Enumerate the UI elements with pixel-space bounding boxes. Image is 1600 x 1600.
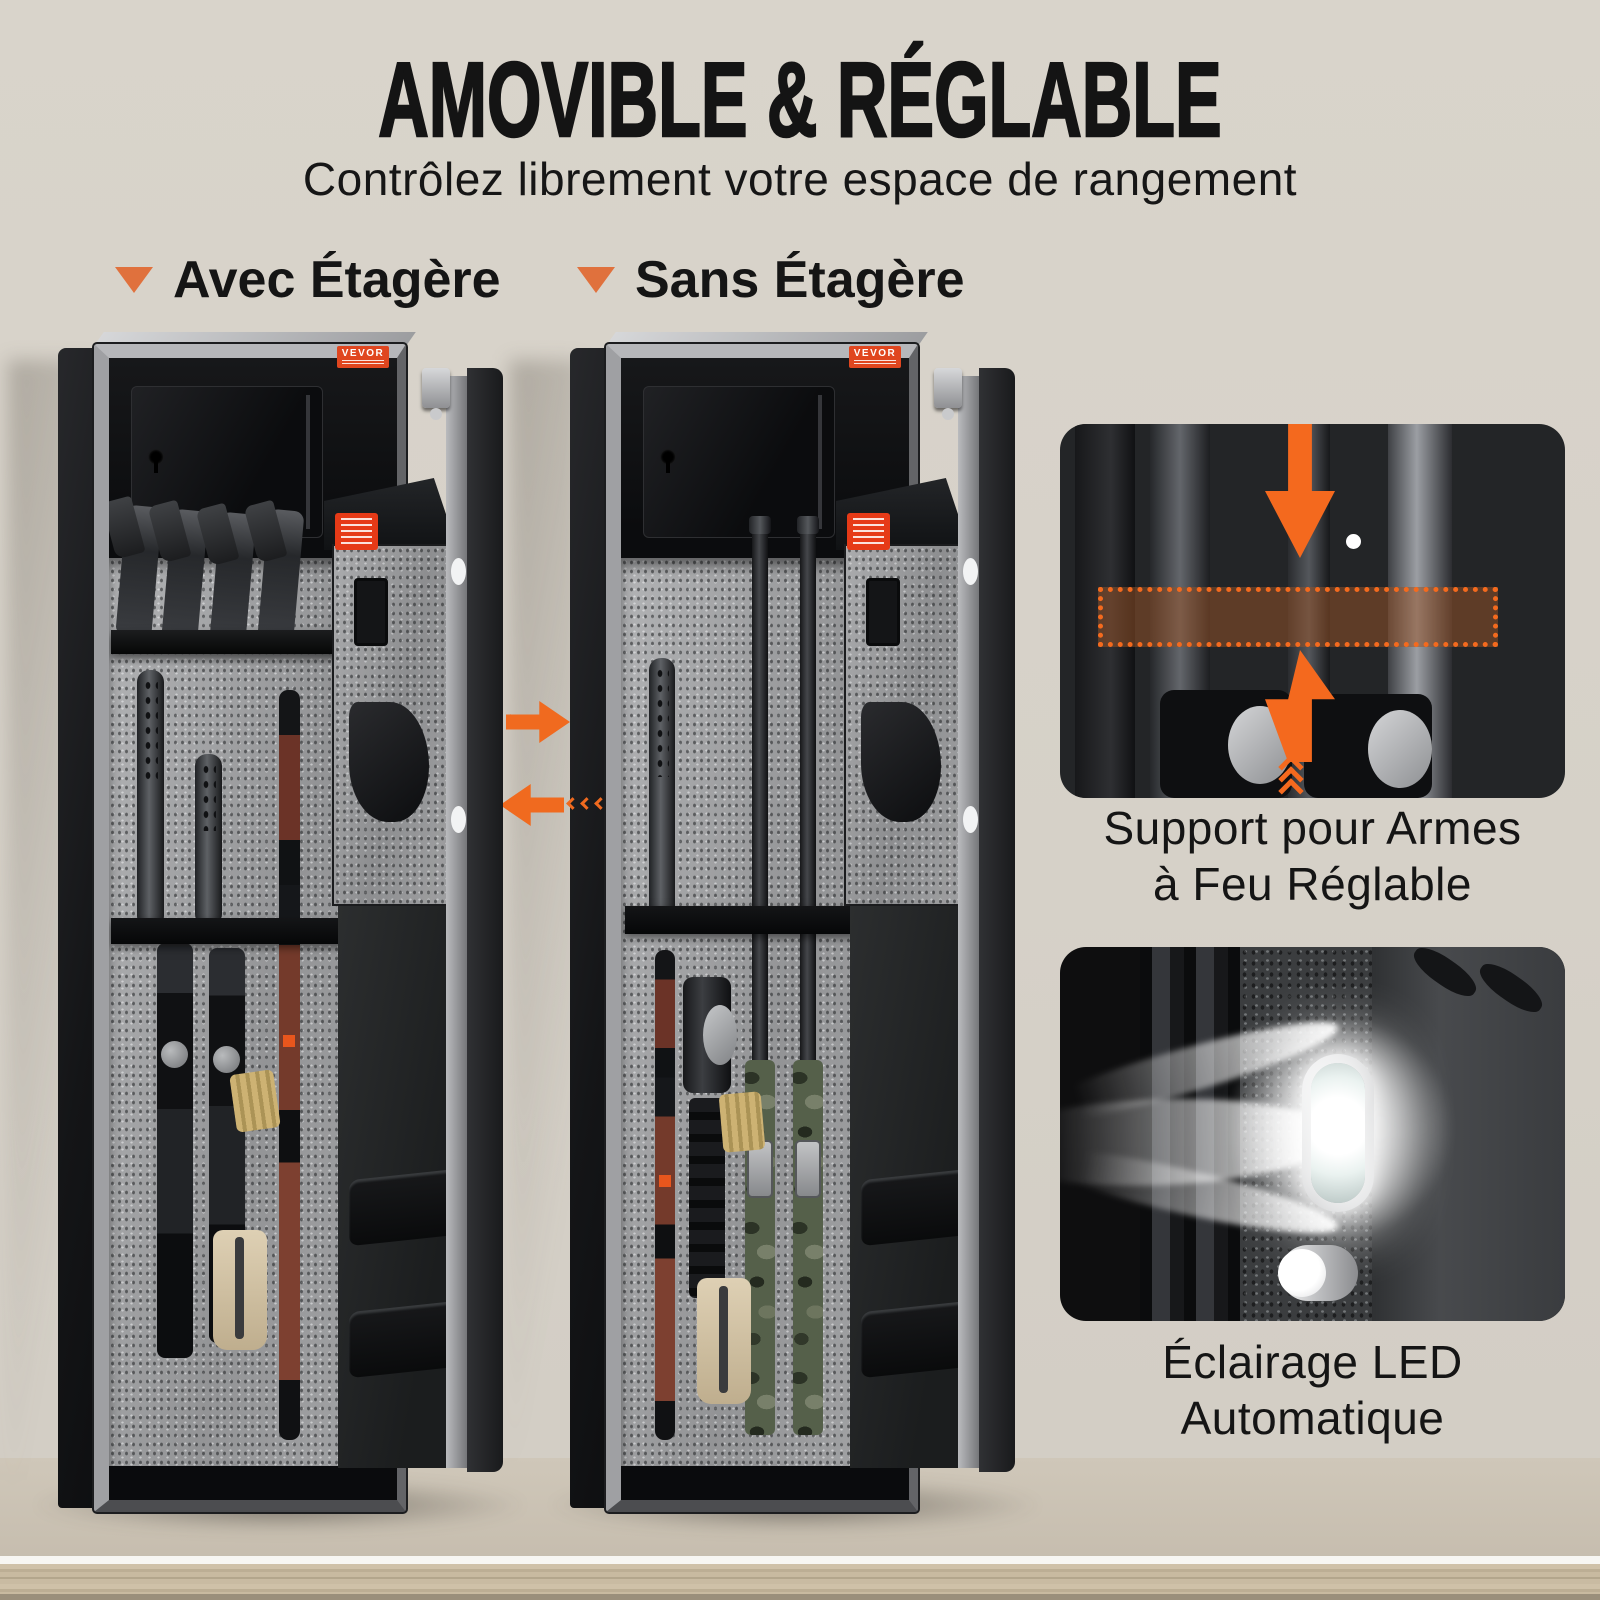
door-magnet xyxy=(451,558,466,585)
door-magnet xyxy=(963,558,978,585)
keyhole xyxy=(148,449,164,473)
feature-photo-adjustable-rack xyxy=(1060,424,1565,798)
door-outer-panel xyxy=(979,368,1015,1472)
lockbox-hinge xyxy=(818,395,822,529)
caption-line: Automatique xyxy=(1180,1392,1445,1445)
door-hinge xyxy=(422,368,450,420)
tan-holster xyxy=(697,1278,751,1404)
caption-line: Éclairage LED xyxy=(1162,1336,1463,1388)
door-outer-panel xyxy=(467,368,503,1472)
label-without-shelf-text: Sans Étagère xyxy=(635,251,965,309)
mounting-hole-dot xyxy=(1346,534,1361,549)
triangle-down-icon xyxy=(115,267,153,293)
caption-line: à Feu Réglable xyxy=(1153,858,1472,911)
page-subtitle: Contrôlez librement votre espace de rang… xyxy=(302,153,1298,205)
caption-line: Support pour Armes xyxy=(1103,802,1522,854)
warning-sticker xyxy=(335,513,378,550)
shotgun-red xyxy=(279,690,300,1440)
camo-shotgun xyxy=(793,516,823,1435)
adjustable-band-highlight xyxy=(1098,587,1498,647)
led-knob xyxy=(1278,1245,1358,1301)
brass-magazine xyxy=(718,1091,766,1153)
label-without-shelf: Sans Étagère xyxy=(577,250,965,310)
door-holder-slot xyxy=(354,578,388,646)
rifle-scope-body xyxy=(1304,694,1432,798)
rifle-body xyxy=(689,1098,725,1298)
rifle-black xyxy=(157,943,193,1358)
feature-caption-adjustable-rack: Support pour Armes à Feu Réglable xyxy=(1060,800,1565,912)
interior-top-compartment xyxy=(621,358,909,558)
label-with-shelf-text: Avec Étagère xyxy=(173,251,501,309)
tan-holster xyxy=(213,1230,267,1350)
door-storage-pocket xyxy=(861,702,941,822)
safe-with-shelf-photo: VEVOR xyxy=(58,332,510,1528)
shotgun-red xyxy=(655,950,675,1440)
door-magnet xyxy=(963,806,978,833)
warning-sticker xyxy=(847,513,890,550)
page-title: AMOVIBLE & RÉGLABLE xyxy=(377,40,1222,161)
door-hinge xyxy=(934,368,962,420)
baseboard-bottom-edge xyxy=(0,1594,1600,1600)
chevron-tail-up xyxy=(1278,754,1304,798)
door-edge xyxy=(958,376,981,1468)
inner-lockbox xyxy=(643,386,835,538)
keyhole xyxy=(660,449,676,473)
brass-magazine xyxy=(229,1069,281,1133)
gun-rack-bar xyxy=(111,918,365,944)
rifle-suppressor xyxy=(137,670,164,928)
feature-caption-led-light: Éclairage LED Automatique xyxy=(1060,1334,1565,1446)
door-edge xyxy=(446,376,469,1468)
rifle-suppressor xyxy=(649,658,675,923)
triangle-down-icon xyxy=(577,267,615,293)
gun-rack-bar xyxy=(625,906,877,934)
feature-photo-led-light xyxy=(1060,947,1565,1321)
lockbox-hinge xyxy=(306,395,310,529)
label-with-shelf: Avec Étagère xyxy=(115,250,501,310)
door-magnet xyxy=(451,806,466,833)
rifle-suppressor xyxy=(195,754,222,926)
removable-shelf xyxy=(111,630,365,654)
brand-label: VEVOR xyxy=(849,346,901,368)
safe-without-shelf-photo: VEVOR xyxy=(570,332,1022,1528)
chevron-tail-left xyxy=(566,797,607,810)
rifle-scope xyxy=(683,977,737,1093)
door-storage-pocket xyxy=(349,702,429,822)
led-light xyxy=(1302,1054,1374,1212)
baseboard-highlight-line xyxy=(0,1556,1600,1564)
door-holder-slot xyxy=(866,578,900,646)
brand-label: VEVOR xyxy=(337,346,389,368)
